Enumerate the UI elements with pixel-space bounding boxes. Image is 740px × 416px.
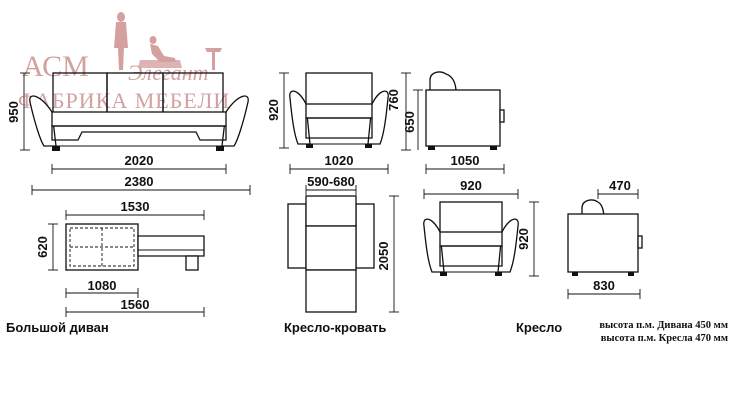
sofa-total-width-dimension: 2380 [31, 174, 251, 195]
armchair-seat-dimension: 470 [597, 178, 639, 199]
armchair-arm-right [497, 218, 519, 273]
note-chair-sleep-height: высота п.м. Кресла 470 мм [601, 333, 728, 344]
sofa-depth-label: 1530 [121, 199, 150, 214]
sofa-unfolded-view [65, 223, 205, 271]
chair-bed-arm-right [367, 90, 389, 145]
sofa-folded-height-label: 620 [35, 236, 50, 258]
sofa-folded-height-dimension: 620 [35, 223, 58, 271]
sofa-sleeping-length-label: 1560 [121, 297, 150, 312]
chair-bed-sleeping-width-dimension: 590-680 [305, 174, 357, 195]
armchair-height-label: 920 [516, 228, 531, 250]
chair-bed-width-label: 1020 [325, 153, 354, 168]
chair-bed-side-back [429, 71, 457, 93]
chair-bed-depth-dimension: 1050 [425, 153, 505, 174]
armchair-side-view [567, 199, 643, 276]
sofa-arm-right [221, 95, 249, 147]
chair-bed-unfolded-arm-left [287, 203, 307, 269]
chair-bed-sleeping-length-label: 2050 [376, 242, 391, 271]
sofa-arm-left [29, 95, 57, 147]
chair-bed-unfolded-seat [305, 225, 357, 271]
chair-bed-unfolded-extension [305, 269, 357, 313]
chair-bed-back [305, 72, 373, 108]
chair-bed-height-dimension: 920 [266, 72, 289, 149]
sofa-base [51, 125, 227, 141]
sofa-caption: Большой диван [6, 320, 109, 335]
chair-bed-side-body [425, 89, 501, 147]
sofa-unfolded-extension [137, 235, 205, 257]
sofa-depth-dimension: 1530 [65, 199, 205, 220]
armchair-width-dimension: 920 [423, 178, 519, 199]
sofa-foot-left [52, 146, 60, 151]
chair-bed-arm-left [289, 90, 311, 145]
chair-bed-depth-label: 1050 [451, 153, 480, 168]
chair-bed-side-height-label: 760 [386, 89, 401, 111]
sofa-front-view [29, 72, 249, 151]
sofa-height-label: 950 [6, 101, 21, 123]
armchair-width-label: 920 [460, 178, 482, 193]
chair-bed-unfolded-arm-right [355, 203, 375, 269]
chair-bed-seat [305, 103, 373, 119]
sofa-unfolded-leg [185, 255, 199, 271]
sofa-sleeping-width-label: 1080 [88, 278, 117, 293]
chair-bed-seat-height-label: 650 [402, 111, 417, 133]
sofa-sleeping-length-dimension: 1560 [65, 297, 205, 317]
logo-watermark: АСМ Элегант ФАБРИКА МЕБЕЛИ [18, 12, 229, 113]
chair-bed-side-height-dimension: 760 [386, 72, 411, 151]
armchair-caption: Кресло [516, 320, 562, 335]
chair-bed-unfolded-back [305, 195, 357, 227]
chair-bed-width-dimension: 1020 [289, 153, 389, 174]
chair-bed-side-view [425, 71, 505, 150]
chair-bed-unfolded-view [287, 195, 375, 313]
chair-bed-sleeping-length-dimension: 2050 [376, 195, 399, 313]
armchair-height-dimension: 920 [516, 201, 539, 277]
armchair-back [439, 201, 503, 237]
armchair-front-view [423, 201, 519, 276]
note-sofa-sleep-height: высота п.м. Дивана 450 мм [599, 320, 728, 331]
armchair-depth-dimension: 830 [567, 278, 641, 299]
sofa-inner-width-dimension: 2020 [51, 153, 227, 174]
chair-bed-front-view [289, 72, 389, 148]
sofa-total-width-label: 2380 [125, 174, 154, 189]
armchair-seat [439, 231, 503, 247]
sofa-inner-width-label: 2020 [125, 153, 154, 168]
sofa-seat [51, 111, 227, 127]
armchair-depth-label: 830 [593, 278, 615, 293]
chair-bed-seat-height-dimension: 650 [402, 89, 423, 150]
chair-bed-caption: Кресло-кровать [284, 320, 386, 335]
chair-bed-sleeping-width-label: 590-680 [307, 174, 355, 189]
chair-bed-height-label: 920 [266, 99, 281, 121]
logo-figures-icon [114, 12, 222, 70]
sofa-height-dimension: 950 [6, 72, 30, 151]
armchair-arm-left [423, 218, 445, 273]
armchair-seat-label: 470 [609, 178, 631, 193]
logo-brand: АСМ [22, 50, 89, 83]
sofa-sleeping-width-dimension: 1080 [65, 278, 139, 298]
armchair-side-body [567, 213, 639, 273]
sofa-foot-right [216, 146, 224, 151]
